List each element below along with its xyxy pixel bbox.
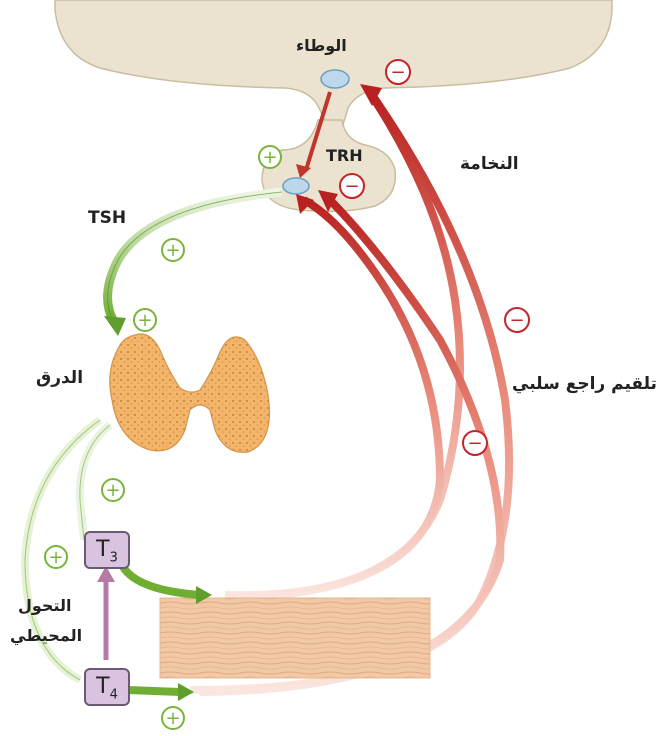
peripheral-conversion-label-line2: المحيطي: [10, 626, 82, 645]
plus-sign-thyroid: +: [134, 309, 156, 331]
svg-text:+: +: [48, 547, 63, 568]
svg-text:−: −: [344, 176, 359, 197]
plus-sign-t4-tissue: +: [162, 707, 184, 729]
t3-hormone-box: T3: [84, 531, 130, 569]
peripheral-conversion-label-line1: التحول: [18, 596, 71, 615]
svg-text:−: −: [390, 62, 405, 83]
svg-text:−: −: [467, 433, 482, 454]
plus-sign-tsh: +: [162, 239, 184, 261]
minus-sign-hypothalamus: −: [386, 60, 410, 84]
plus-sign-trh: +: [259, 146, 281, 168]
t4-to-tissue-arrow: [128, 690, 180, 692]
plus-sign-t3-secretion: +: [102, 479, 124, 501]
tsh-arrow: [108, 192, 282, 320]
minus-sign-feedback-lower: −: [463, 431, 487, 455]
hypothalamus-nucleus: [321, 70, 349, 88]
pituitary-label: النخامة: [460, 154, 519, 174]
svg-text:+: +: [105, 480, 120, 501]
t3-subscript: 3: [110, 550, 118, 565]
thyroid-gland: [110, 334, 270, 452]
t3-to-tissue-arrow: [122, 565, 200, 595]
trh-label: TRH: [326, 146, 363, 165]
svg-text:+: +: [165, 240, 180, 261]
negative-feedback-label: تلقيم راجع سلبي: [512, 374, 657, 394]
target-tissue: [160, 598, 430, 678]
svg-text:+: +: [165, 708, 180, 729]
tsh-label: TSH: [88, 208, 126, 228]
pituitary-nucleus: [283, 178, 309, 194]
thyroid-label: الدرق: [36, 368, 83, 388]
t4-label: T: [96, 674, 109, 699]
t3-label: T: [96, 537, 109, 562]
svg-text:−: −: [509, 310, 524, 331]
t4-hormone-box: T4: [84, 668, 130, 706]
svg-text:+: +: [137, 310, 152, 331]
hypothalamus-label: الوطاء: [296, 36, 347, 55]
plus-sign-t4-secretion: +: [45, 546, 67, 568]
minus-sign-feedback-upper: −: [505, 308, 529, 332]
t4-subscript: 4: [110, 687, 118, 702]
minus-sign-pituitary: −: [340, 174, 364, 198]
tsh-arrowhead: [104, 316, 126, 336]
svg-text:+: +: [262, 147, 277, 168]
t4-to-tissue-arrowhead: [178, 683, 194, 701]
